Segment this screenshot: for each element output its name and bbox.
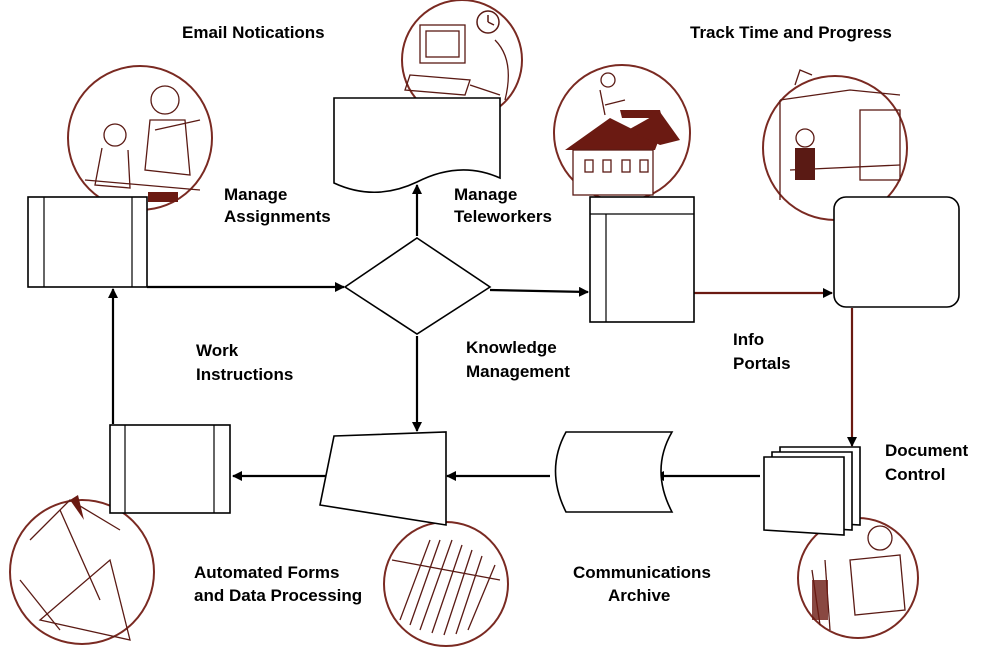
instructions-box xyxy=(109,424,231,514)
connectors xyxy=(108,184,857,481)
label-automated-forms-1: Automated Forms xyxy=(194,563,339,582)
label-email-notifications: Email Notications xyxy=(182,23,325,42)
house-worker-illustration xyxy=(553,64,691,202)
label-document-control-2: Control xyxy=(885,465,945,484)
label-work-instructions-2: Instructions xyxy=(196,365,293,384)
label-manage-assignments-1: Manage xyxy=(224,185,287,204)
label-manage-teleworkers-2: Teleworkers xyxy=(454,207,552,226)
reading-worker-illustration xyxy=(797,517,919,639)
label-communications-archive-2: Archive xyxy=(608,586,670,605)
label-knowledge-management-2: Management xyxy=(466,362,570,381)
label-document-control-1: Document xyxy=(885,441,968,460)
label-work-instructions-1: Work xyxy=(196,341,239,360)
document-stack-shape xyxy=(763,446,861,536)
office-worker-illustration xyxy=(762,69,908,221)
forms-shape xyxy=(319,431,447,526)
teleworkers-box xyxy=(589,196,695,323)
label-manage-assignments-2: Assignments xyxy=(224,207,331,226)
label-knowledge-management-1: Knowledge xyxy=(466,338,557,357)
label-track-time: Track Time and Progress xyxy=(690,23,892,42)
email-document-shape xyxy=(333,97,501,194)
clock-icon xyxy=(476,10,500,34)
label-info-portals-2: Portals xyxy=(733,354,791,373)
label-manage-teleworkers-1: Manage xyxy=(454,185,517,204)
info-portal-box xyxy=(833,196,960,308)
label-communications-archive-1: Communications xyxy=(573,563,711,582)
label-info-portals-1: Info xyxy=(733,330,764,349)
arrow-decision-to-teleworkers xyxy=(489,286,589,297)
archive-shape xyxy=(554,431,674,513)
drafting-illustration xyxy=(9,495,155,645)
label-automated-forms-2: and Data Processing xyxy=(194,586,362,605)
decision-diamond xyxy=(343,237,492,335)
meeting-people-illustration xyxy=(67,65,213,211)
paper-stack-illustration xyxy=(383,521,509,647)
assignments-box xyxy=(27,196,148,288)
